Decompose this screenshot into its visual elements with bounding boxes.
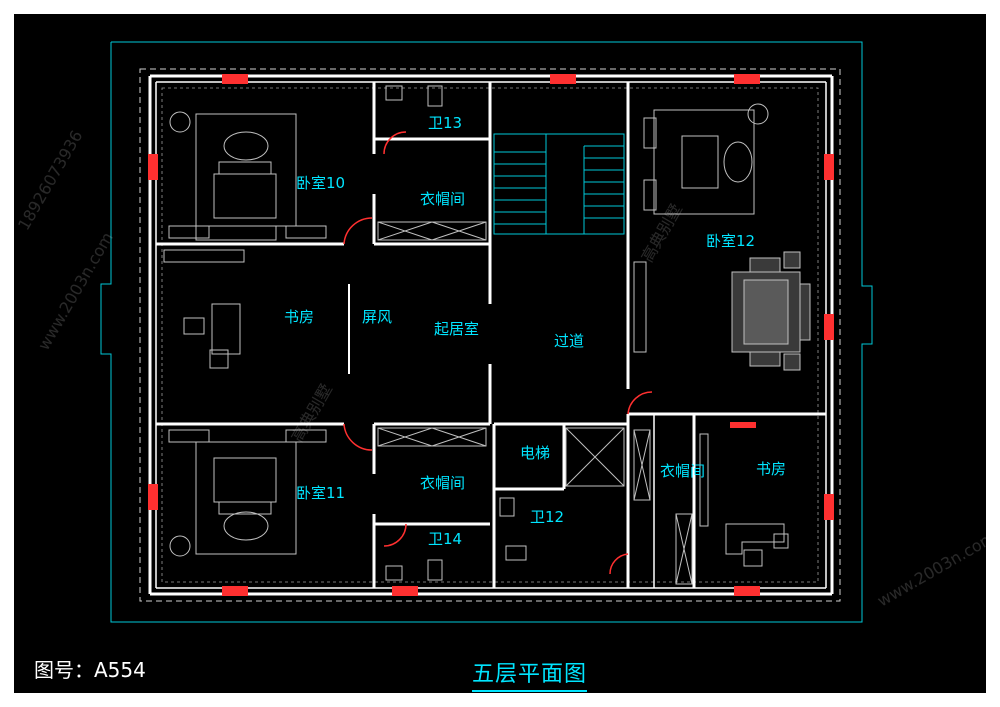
sofa-set	[731, 251, 811, 371]
room-label-living: 起居室	[434, 320, 480, 338]
room-label-study-left: 书房	[284, 308, 315, 326]
site-outline	[100, 41, 873, 623]
bedroom-11-furniture	[168, 429, 327, 557]
bath-fixtures	[385, 85, 527, 581]
floor-plan	[100, 41, 873, 623]
room-label-bedroom-10: 卧室10	[296, 174, 346, 192]
staircase	[493, 133, 625, 235]
interior-walls	[156, 82, 826, 588]
room-label-study-right: 书房	[756, 460, 787, 478]
room-label-bath-12: 卫12	[530, 508, 565, 526]
room-label-closet-mid: 衣帽间	[420, 474, 466, 492]
windows	[148, 74, 834, 596]
bedroom-12-furniture	[633, 103, 769, 353]
drawing-title: 五层平面图	[472, 656, 588, 692]
room-label-bath-14: 卫14	[428, 530, 463, 548]
inner-eave-line	[161, 87, 819, 583]
doors	[343, 131, 653, 575]
room-label-corridor: 过道	[554, 332, 585, 350]
room-label-screen: 屏风	[362, 308, 393, 326]
eave-line	[139, 68, 841, 602]
elevator-shaft	[565, 427, 625, 487]
drawing-number: 图号：A554	[34, 658, 146, 682]
study-right-furniture	[699, 433, 789, 567]
room-label-bath-13: 卫13	[428, 114, 463, 132]
cad-canvas: 18926073936 www.2003n.com 高典别墅 www.2003n…	[14, 14, 999, 693]
room-label-closet-right: 衣帽间	[660, 462, 706, 480]
room-label-bedroom-11: 卧室11	[296, 484, 346, 502]
study-left-furniture	[163, 249, 245, 369]
room-label-bedroom-12: 卧室12	[706, 232, 756, 250]
closet-hatching	[377, 221, 693, 585]
room-label-closet-top: 衣帽间	[420, 190, 466, 208]
room-label-elevator: 电梯	[520, 444, 551, 462]
bedroom-10-furniture	[168, 111, 327, 241]
